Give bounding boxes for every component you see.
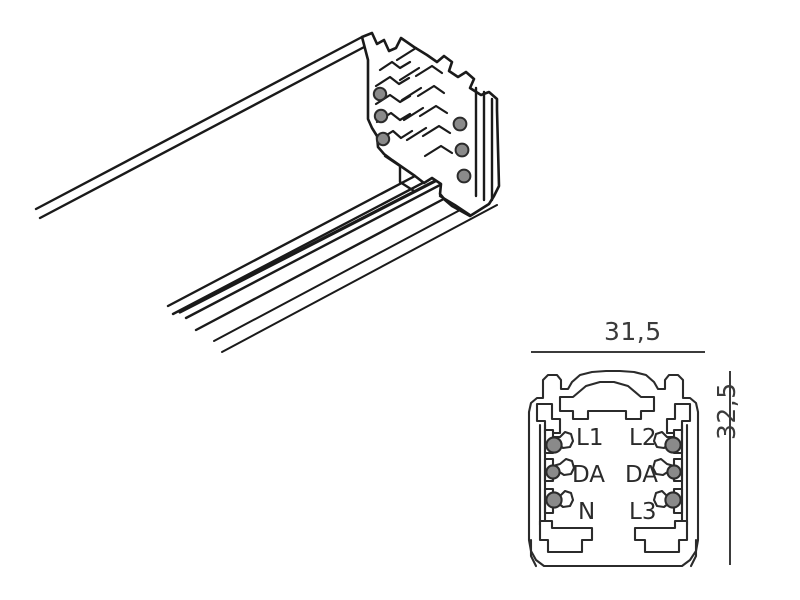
rail-end-face-right-wall [474, 86, 494, 202]
rail-inner-channel-lines [213, 192, 498, 353]
conductor-label-l3: L3 [629, 499, 657, 525]
perspective-conductor-dots-right [452, 116, 472, 184]
section-conductor-dots-left [545, 436, 563, 509]
conductor-label-l1: L1 [576, 425, 604, 451]
dimension-lines [531, 351, 731, 565]
rail-body-shadow-band [178, 157, 480, 314]
dimension-label-height: 32,5 [712, 382, 741, 440]
conductor-label-da-right: DA [625, 462, 659, 488]
section-top-cavity [558, 380, 656, 421]
conductor-label-l2: L2 [629, 425, 657, 451]
perspective-conductor-dots-left [372, 86, 391, 147]
section-outer-profile [527, 369, 700, 568]
rail-end-face-bottom-flange [383, 154, 472, 217]
conductor-label-n: N [578, 499, 596, 525]
section-conductor-dots-right [664, 436, 682, 509]
section-left-shoulder [535, 402, 562, 435]
dimension-label-width: 31,5 [604, 317, 662, 346]
section-bottom-left-lip [538, 519, 594, 554]
conductor-label-da-left: DA [572, 462, 606, 488]
section-bottom-wall-tails [529, 538, 698, 568]
section-bottom-right-lip [633, 519, 689, 554]
section-right-shoulder [665, 402, 692, 435]
rail-body-long-edges [34, 35, 370, 220]
